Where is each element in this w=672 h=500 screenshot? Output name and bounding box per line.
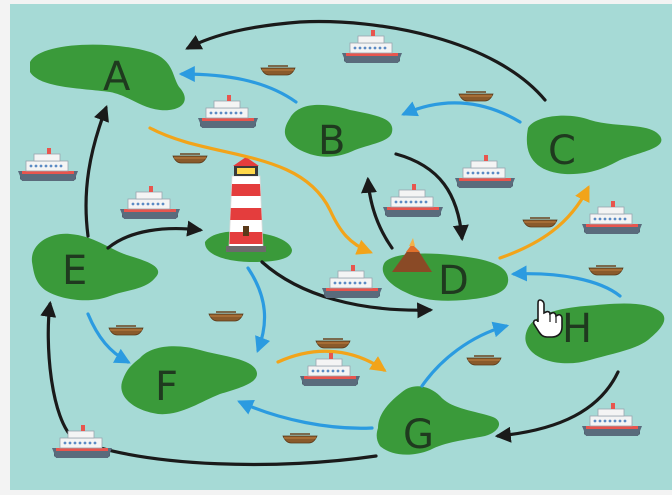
island-label-h: H [562, 306, 592, 352]
boat-route-g-h [420, 321, 510, 388]
island-a[interactable]: A [30, 44, 185, 111]
island-label-c: C [548, 128, 576, 174]
boat-route-b-a [178, 66, 298, 104]
island-e[interactable]: E [31, 233, 159, 301]
ferry-route-e-lighthouse [106, 220, 204, 250]
island-c[interactable]: C [526, 115, 662, 175]
island-f[interactable]: F [121, 346, 258, 415]
island-label-a: A [103, 54, 131, 100]
orange-route-d-c [498, 185, 590, 260]
boat-route-g-f [237, 399, 374, 430]
lighthouse-island[interactable] [204, 157, 292, 262]
ferry-route-lighthouse-d [260, 260, 434, 319]
ferry-route-d-b [361, 176, 394, 250]
lighthouse-icon [226, 157, 266, 252]
island-g[interactable]: G [376, 386, 500, 458]
ferry-route-b-d [394, 152, 469, 242]
ferry-route-e-a [84, 105, 109, 238]
orange-route-a-d [148, 126, 373, 255]
island-label-e: E [62, 248, 87, 294]
island-label-f: F [155, 364, 178, 410]
island-label-g: G [403, 412, 434, 458]
island-label-d: D [438, 258, 469, 304]
volcano-icon [392, 238, 432, 272]
boat-route-c-b [401, 101, 522, 124]
island-b[interactable]: B [284, 104, 393, 164]
island-label-b: B [318, 118, 345, 164]
boat-route-lighthouse-f [246, 266, 271, 353]
ferry-route-c-a [185, 19, 547, 102]
orange-route-f-g [276, 349, 387, 372]
hand-cursor-icon [532, 299, 563, 338]
boat-route-e-f [86, 312, 131, 364]
ferry-route-h-g [494, 370, 620, 443]
boat-route-h-d [510, 265, 622, 298]
